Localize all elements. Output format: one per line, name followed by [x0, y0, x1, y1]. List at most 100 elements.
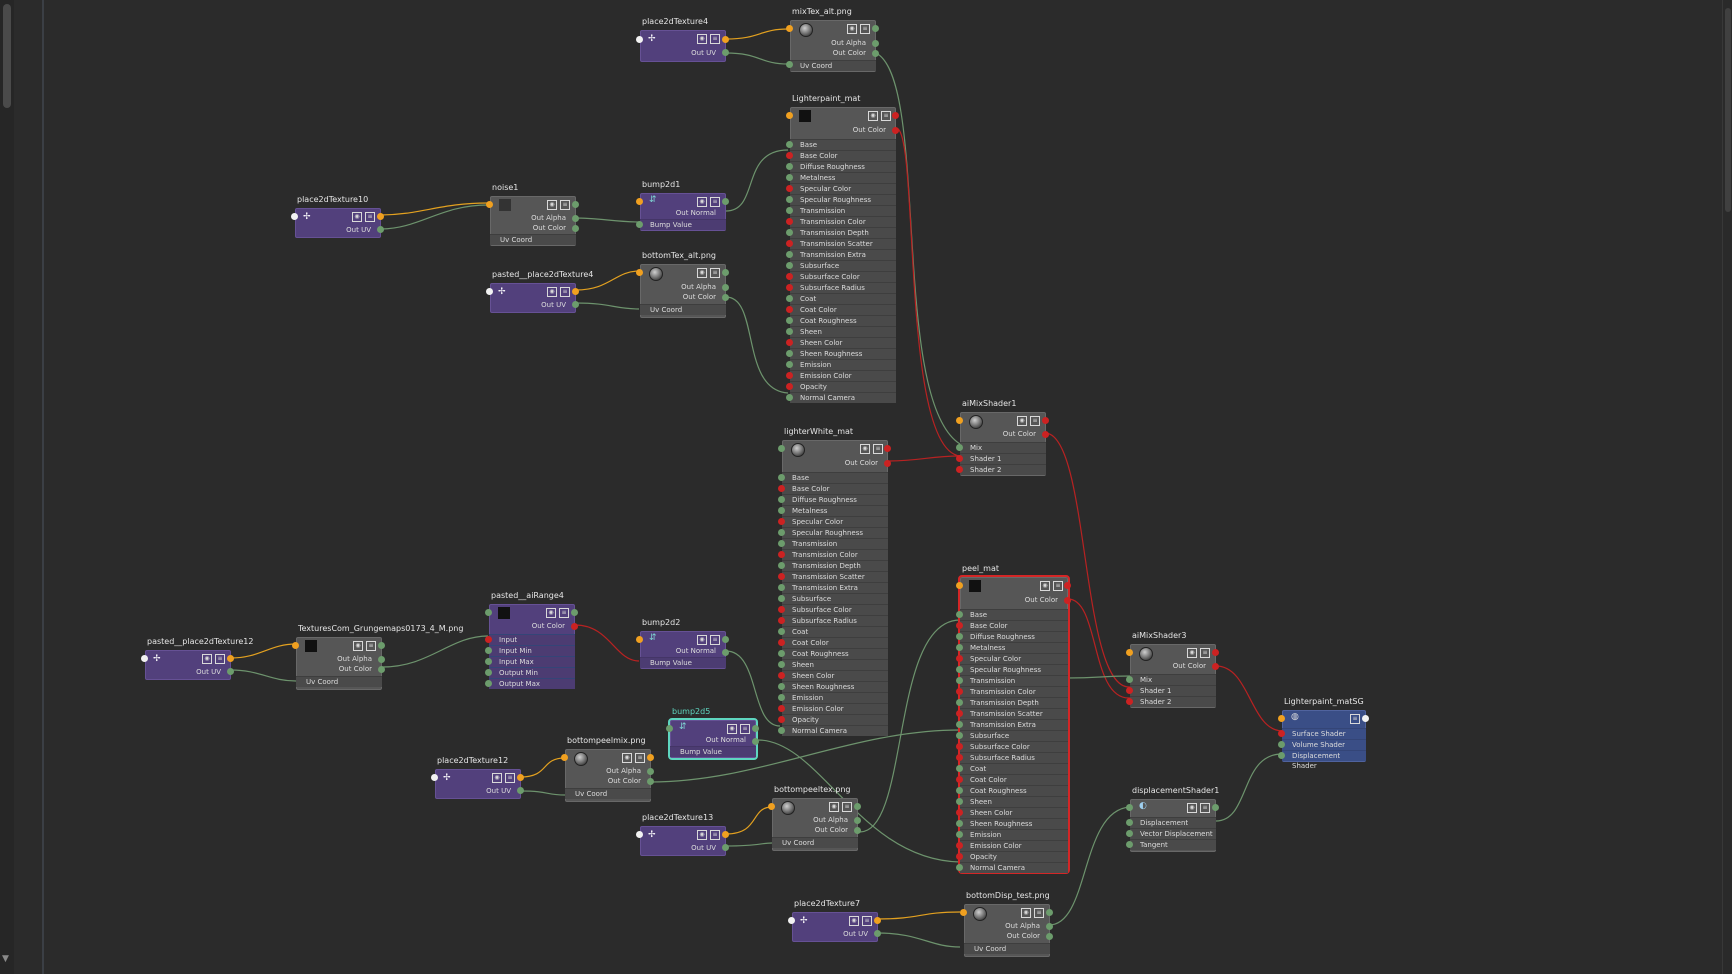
settings-icon[interactable]: ◉ [202, 654, 212, 664]
attr-row[interactable]: Emission [956, 829, 1068, 840]
attr-row[interactable]: Bump Value [640, 219, 726, 230]
settings-icon[interactable]: ◉ [1187, 803, 1197, 813]
input-port[interactable] [431, 774, 438, 781]
attr-row[interactable]: Specular Roughness [786, 194, 896, 205]
attr-row[interactable]: Sheen Color [778, 670, 888, 681]
input-port[interactable] [778, 606, 785, 613]
scroll-down-icon[interactable]: ▼ [2, 954, 9, 964]
attr-row[interactable]: Subsurface Color [786, 271, 896, 282]
input-port[interactable] [786, 141, 793, 148]
attr-row[interactable]: Specular Color [778, 516, 888, 527]
input-port[interactable] [778, 716, 785, 723]
attr-row[interactable]: Sheen Roughness [778, 681, 888, 692]
node-place2dtexture13[interactable]: place2dTexture13 ✢ ◉≡ Out UV [636, 813, 729, 856]
input-port[interactable] [778, 727, 785, 734]
input-port[interactable] [778, 551, 785, 558]
attr-row[interactable]: Sheen Color [786, 337, 896, 348]
input-port[interactable] [786, 339, 793, 346]
attr-row[interactable]: Normal Camera [778, 725, 888, 736]
attr-row[interactable]: Transmission Extra Roughness [786, 249, 896, 269]
input-port[interactable] [778, 573, 785, 580]
output-port[interactable] [572, 215, 579, 222]
list-icon[interactable]: ≡ [560, 287, 570, 297]
attr-row[interactable]: Subsurface [786, 260, 896, 271]
attr-row[interactable]: Normal Camera [786, 392, 896, 403]
input-port[interactable] [778, 507, 785, 514]
node-place2dtexture12[interactable]: place2dTexture12 ✢ ◉≡ Out UV [431, 756, 524, 799]
input-port[interactable] [956, 831, 963, 838]
input-port[interactable] [786, 163, 793, 170]
attr-row[interactable]: Sheen [778, 659, 888, 670]
input-port[interactable] [778, 672, 785, 679]
scrollbar-thumb[interactable] [3, 4, 11, 108]
input-port[interactable] [1126, 819, 1133, 826]
attr-row[interactable]: Uv Coord [790, 60, 876, 71]
node-noise1[interactable]: noise1 ◉≡ Out Alpha Out Color Uv Coord [486, 183, 579, 246]
attr-row[interactable]: Tangent [1126, 839, 1216, 850]
list-icon[interactable]: ≡ [873, 444, 883, 454]
input-port[interactable] [786, 306, 793, 313]
attr-row[interactable]: Opacity [778, 714, 888, 725]
output-port[interactable] [722, 649, 729, 656]
input-port[interactable] [485, 680, 492, 687]
settings-icon[interactable]: ◉ [1017, 416, 1027, 426]
list-icon[interactable]: ≡ [365, 212, 375, 222]
output-port[interactable] [722, 49, 729, 56]
output-port[interactable] [377, 213, 384, 220]
list-icon[interactable]: ≡ [710, 830, 720, 840]
attr-row[interactable]: Normal Camera [956, 862, 1068, 873]
input-port[interactable] [778, 485, 785, 492]
node-pasted-place2dtexture4[interactable]: pasted__place2dTexture4 ✢ ◉≡ Out UV [486, 270, 593, 313]
settings-icon[interactable]: ◉ [352, 212, 362, 222]
input-port[interactable] [291, 213, 298, 220]
attr-row[interactable]: Base Color [956, 620, 1068, 631]
node-bottompeeltex[interactable]: bottompeeltex.png ◉≡ Out Alpha Out Color… [768, 785, 861, 851]
input-port[interactable] [956, 732, 963, 739]
settings-icon[interactable]: ◉ [697, 635, 707, 645]
input-port[interactable] [786, 207, 793, 214]
output-port[interactable] [752, 725, 759, 732]
output-port[interactable] [572, 225, 579, 232]
input-port[interactable] [956, 582, 963, 589]
input-port[interactable] [786, 317, 793, 324]
input-port[interactable] [1126, 830, 1133, 837]
input-port[interactable] [778, 518, 785, 525]
input-port[interactable] [485, 609, 492, 616]
output-port[interactable] [1046, 909, 1053, 916]
node-place2dtexture7[interactable]: place2dTexture7 ✢ ◉≡ Out UV [788, 899, 881, 942]
output-port[interactable] [884, 460, 891, 467]
input-port[interactable] [786, 229, 793, 236]
attr-row[interactable]: Transmission Extra Roughness [778, 582, 888, 602]
input-port[interactable] [956, 776, 963, 783]
input-port[interactable] [956, 666, 963, 673]
attr-row[interactable]: Coat Roughness [778, 648, 888, 659]
output-port[interactable] [722, 844, 729, 851]
node-bump2d2[interactable]: bump2d2 ⇵ ◉≡ Out Normal Bump Value [636, 618, 729, 669]
settings-icon[interactable]: ◉ [868, 111, 878, 121]
attr-row[interactable]: Subsurface Radius [786, 282, 896, 293]
node-bottomdisp[interactable]: bottomDisp_test.png ◉≡ Out Alpha Out Col… [960, 891, 1053, 957]
settings-icon[interactable]: ◉ [546, 608, 556, 618]
output-port[interactable] [517, 787, 524, 794]
input-port[interactable] [786, 152, 793, 159]
input-port[interactable] [956, 677, 963, 684]
attr-row[interactable]: Uv Coord [296, 676, 382, 687]
attr-row[interactable]: Sheen Roughness [956, 818, 1068, 829]
list-icon[interactable]: ≡ [366, 641, 376, 651]
input-port[interactable] [1126, 676, 1133, 683]
input-port[interactable] [485, 669, 492, 676]
settings-icon[interactable]: ◉ [697, 830, 707, 840]
attr-row[interactable]: Transmission [956, 675, 1068, 686]
input-port[interactable] [786, 262, 793, 269]
output-port[interactable] [647, 754, 654, 761]
input-port[interactable] [1126, 698, 1133, 705]
attr-row[interactable]: Base [786, 139, 896, 150]
right-scrollbar-thumb[interactable] [1725, 8, 1731, 212]
input-port[interactable] [956, 820, 963, 827]
input-port[interactable] [956, 699, 963, 706]
input-port[interactable] [956, 417, 963, 424]
attr-row[interactable]: Mix [1126, 674, 1216, 685]
output-port[interactable] [1046, 933, 1053, 940]
